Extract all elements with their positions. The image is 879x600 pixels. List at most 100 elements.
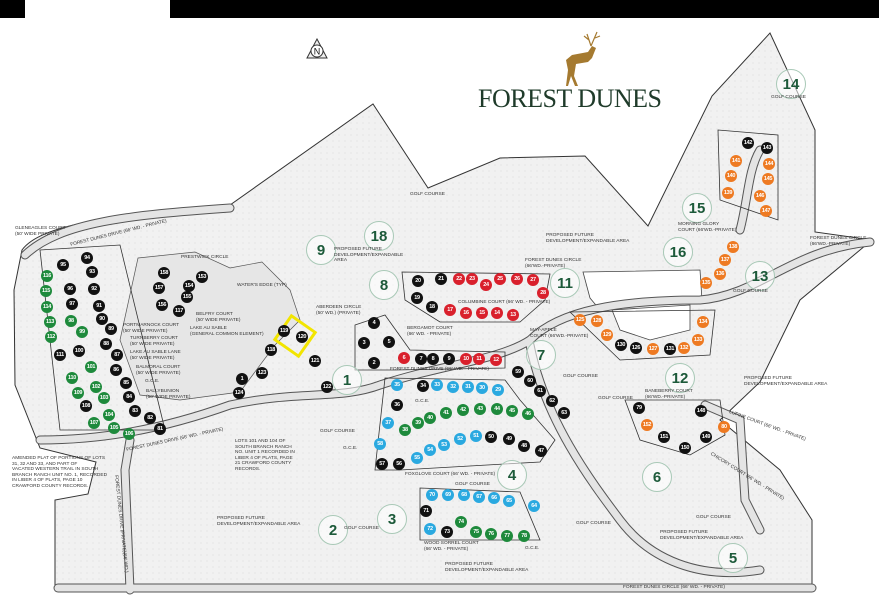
lot-marker-71[interactable]: 71 (420, 505, 432, 517)
lot-marker-98[interactable]: 98 (65, 315, 77, 327)
lot-marker-119[interactable]: 119 (278, 325, 290, 337)
lot-marker-149[interactable]: 149 (700, 431, 712, 443)
lot-marker-126[interactable]: 126 (630, 342, 642, 354)
lot-marker-52[interactable]: 52 (454, 433, 466, 445)
lot-marker-17[interactable]: 17 (444, 304, 456, 316)
lot-marker-153[interactable]: 153 (196, 271, 208, 283)
lot-marker-139[interactable]: 139 (722, 187, 734, 199)
lot-marker-11[interactable]: 11 (473, 353, 485, 365)
lot-marker-63[interactable]: 63 (558, 407, 570, 419)
lot-marker-74[interactable]: 74 (455, 516, 467, 528)
lot-marker-106[interactable]: 106 (123, 428, 135, 440)
lot-marker-151[interactable]: 151 (658, 431, 670, 443)
lot-marker-137[interactable]: 137 (719, 254, 731, 266)
lot-marker-58[interactable]: 58 (374, 438, 386, 450)
lot-marker-127[interactable]: 127 (647, 343, 659, 355)
lot-marker-28[interactable]: 28 (537, 287, 549, 299)
lot-marker-43[interactable]: 43 (474, 403, 486, 415)
lot-marker-65[interactable]: 65 (503, 495, 515, 507)
lot-marker-82[interactable]: 82 (144, 412, 156, 424)
lot-marker-36[interactable]: 36 (391, 399, 403, 411)
lot-marker-55[interactable]: 55 (411, 452, 423, 464)
lot-marker-57[interactable]: 57 (376, 458, 388, 470)
lot-marker-67[interactable]: 67 (473, 491, 485, 503)
lot-marker-61[interactable]: 61 (534, 385, 546, 397)
lot-marker-129[interactable]: 129 (601, 329, 613, 341)
lot-marker-131[interactable]: 131 (664, 343, 676, 355)
lot-marker-42[interactable]: 42 (457, 404, 469, 416)
lot-marker-79[interactable]: 79 (633, 402, 645, 414)
lot-marker-33[interactable]: 33 (431, 379, 443, 391)
lot-marker-118[interactable]: 118 (265, 344, 277, 356)
lot-marker-134[interactable]: 134 (697, 316, 709, 328)
lot-marker-25[interactable]: 25 (494, 273, 506, 285)
lot-marker-75[interactable]: 75 (470, 526, 482, 538)
lot-marker-91[interactable]: 91 (93, 300, 105, 312)
lot-marker-48[interactable]: 48 (518, 440, 530, 452)
lot-marker-24[interactable]: 24 (480, 279, 492, 291)
lot-marker-45[interactable]: 45 (506, 405, 518, 417)
lot-marker-142[interactable]: 142 (742, 137, 754, 149)
lot-marker-105[interactable]: 105 (108, 422, 120, 434)
lot-marker-21[interactable]: 21 (435, 273, 447, 285)
lot-marker-15[interactable]: 15 (476, 307, 488, 319)
lot-marker-92[interactable]: 92 (88, 283, 100, 295)
lot-marker-70[interactable]: 70 (426, 489, 438, 501)
lot-marker-62[interactable]: 62 (546, 395, 558, 407)
lot-marker-121[interactable]: 121 (309, 355, 321, 367)
lot-marker-83[interactable]: 83 (129, 405, 141, 417)
lot-marker-51[interactable]: 51 (470, 430, 482, 442)
lot-marker-93[interactable]: 93 (86, 266, 98, 278)
lot-marker-77[interactable]: 77 (501, 530, 513, 542)
lot-marker-59[interactable]: 59 (512, 366, 524, 378)
lot-marker-27[interactable]: 27 (527, 274, 539, 286)
lot-marker-112[interactable]: 112 (45, 331, 57, 343)
lot-marker-96[interactable]: 96 (64, 283, 76, 295)
lot-marker-14[interactable]: 14 (491, 307, 503, 319)
lot-marker-18[interactable]: 18 (426, 301, 438, 313)
lot-marker-108[interactable]: 108 (80, 400, 92, 412)
lot-marker-40[interactable]: 40 (424, 412, 436, 424)
lot-marker-97[interactable]: 97 (66, 298, 78, 310)
lot-marker-128[interactable]: 128 (591, 315, 603, 327)
lot-marker-19[interactable]: 19 (411, 292, 423, 304)
lot-marker-133[interactable]: 133 (692, 334, 704, 346)
lot-marker-148[interactable]: 148 (695, 405, 707, 417)
lot-marker-99[interactable]: 99 (76, 326, 88, 338)
lot-marker-35[interactable]: 35 (391, 379, 403, 391)
lot-marker-7[interactable]: 7 (415, 353, 427, 365)
lot-marker-85[interactable]: 85 (120, 377, 132, 389)
lot-marker-8[interactable]: 8 (427, 353, 439, 365)
lot-marker-104[interactable]: 104 (103, 409, 115, 421)
lot-marker-26[interactable]: 26 (511, 273, 523, 285)
lot-marker-138[interactable]: 138 (727, 241, 739, 253)
lot-marker-39[interactable]: 39 (412, 417, 424, 429)
lot-marker-115[interactable]: 115 (40, 285, 52, 297)
lot-marker-84[interactable]: 84 (123, 391, 135, 403)
lot-marker-111[interactable]: 111 (54, 349, 66, 361)
lot-marker-12[interactable]: 12 (490, 354, 502, 366)
lot-marker-30[interactable]: 30 (476, 382, 488, 394)
lot-marker-68[interactable]: 68 (458, 489, 470, 501)
lot-marker-38[interactable]: 38 (399, 424, 411, 436)
lot-marker-86[interactable]: 86 (110, 364, 122, 376)
lot-marker-114[interactable]: 114 (41, 301, 53, 313)
lot-marker-2[interactable]: 2 (368, 357, 380, 369)
lot-marker-37[interactable]: 37 (382, 417, 394, 429)
lot-marker-34[interactable]: 34 (417, 380, 429, 392)
lot-marker-155[interactable]: 155 (181, 291, 193, 303)
lot-marker-100[interactable]: 100 (73, 345, 85, 357)
lot-marker-80[interactable]: 80 (718, 421, 730, 433)
lot-marker-44[interactable]: 44 (491, 403, 503, 415)
lot-marker-132[interactable]: 132 (678, 342, 690, 354)
lot-marker-124[interactable]: 124 (233, 387, 245, 399)
lot-marker-10[interactable]: 10 (460, 353, 472, 365)
lot-marker-141[interactable]: 141 (730, 155, 742, 167)
lot-marker-94[interactable]: 94 (81, 252, 93, 264)
lot-marker-32[interactable]: 32 (447, 381, 459, 393)
lot-marker-56[interactable]: 56 (393, 458, 405, 470)
lot-marker-41[interactable]: 41 (440, 407, 452, 419)
lot-marker-20[interactable]: 20 (412, 275, 424, 287)
lot-marker-123[interactable]: 123 (256, 367, 268, 379)
lot-marker-120[interactable]: 120 (296, 331, 308, 343)
